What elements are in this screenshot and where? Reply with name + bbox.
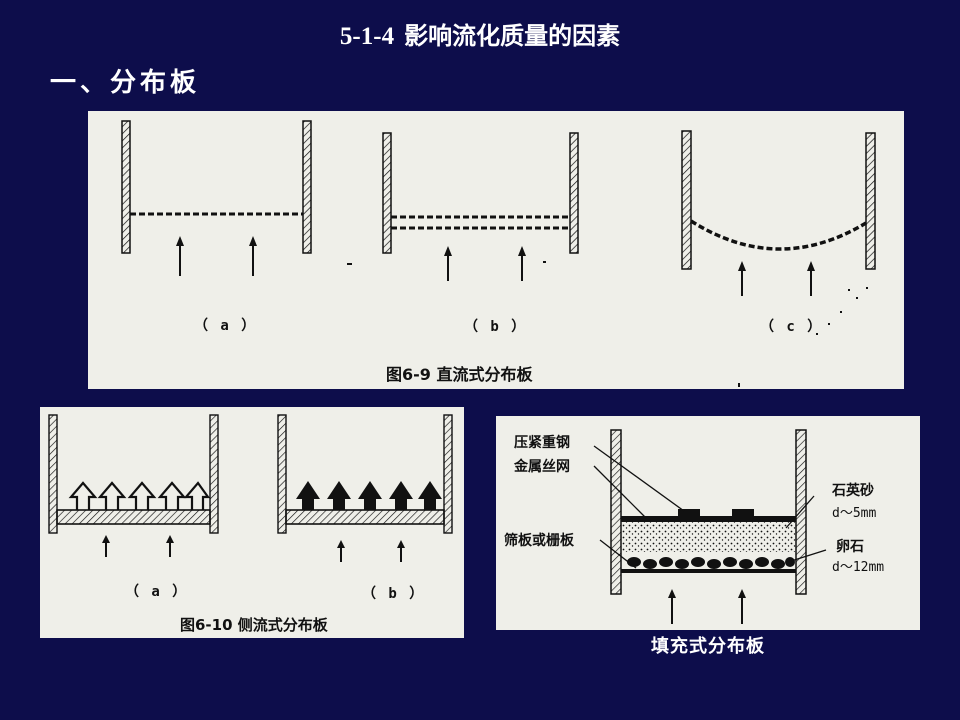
wall-right-a	[302, 120, 312, 254]
wall-left-side-a	[48, 414, 58, 534]
pebble-layer	[627, 557, 795, 569]
label-sieve-plate: 筛板或栅板	[504, 533, 574, 549]
wall-right-side-a	[209, 414, 219, 534]
side-flow-drawing	[48, 414, 453, 562]
section-number: 5-1-4	[339, 23, 395, 50]
label-quartz-size: d～5mm	[832, 506, 877, 521]
arrows-c	[738, 261, 815, 296]
sieve-plate	[621, 569, 796, 573]
label-pebble: 卵石	[836, 539, 864, 555]
press-weight-2	[732, 509, 754, 517]
wall-left-side-b	[277, 414, 287, 534]
arrows-b	[444, 246, 526, 281]
packed-plate-caption: 填充式分布板	[651, 636, 765, 657]
figure-caption-6-9: 图6-9 直流式分布板	[386, 365, 533, 384]
packed-plate-drawing	[593, 429, 827, 624]
sub-label-b: （ b ）	[464, 319, 528, 335]
label-wire-mesh: 金属丝网	[514, 459, 570, 475]
wall-left-a	[121, 120, 131, 254]
arrows-packed	[668, 589, 746, 624]
scan-specks	[347, 261, 868, 387]
wall-left-packed	[610, 429, 622, 595]
figure-caption-6-10: 图6-10 侧流式分布板	[180, 616, 328, 634]
wall-right-side-b	[443, 414, 453, 534]
arrows-side-b	[337, 540, 405, 562]
label-pebble-size: d～12mm	[832, 560, 885, 575]
plate-side-b	[285, 509, 445, 525]
caps-side-a	[68, 481, 211, 510]
slide-title: 5-1-4 影响流化质量的因素	[0, 16, 960, 56]
direct-flow-figure: （ a ） （ b ） （ c ） 图6-9 直流式分布板	[88, 111, 904, 389]
leader-lines	[593, 445, 827, 569]
wall-right-b	[569, 132, 579, 254]
direct-flow-drawing	[121, 120, 876, 387]
label-quartz-sand: 石英砂	[832, 483, 874, 499]
sub-label-a: （ a ）	[194, 318, 258, 334]
arrows-side-a	[102, 535, 174, 557]
wall-left-c	[681, 130, 692, 270]
packed-plate-figure: 压紧重钢 金属丝网 筛板或栅板 石英砂 d～5mm 卵石 d～12mm	[496, 416, 920, 630]
side-flow-figure: （ a ） （ b ） 图6-10 侧流式分布板	[40, 407, 464, 638]
caps-side-b	[296, 481, 442, 510]
side-label-a: （ a ）	[125, 584, 189, 600]
wire-mesh-layer	[621, 516, 796, 522]
plate-side-a	[56, 509, 211, 525]
wall-right-c	[865, 132, 876, 270]
wall-right-packed	[795, 429, 807, 595]
press-weight-1	[678, 509, 700, 517]
title-text: 影响流化质量的因素	[404, 22, 621, 50]
sub-label-c: （ c ）	[760, 319, 824, 335]
arrows-a	[176, 236, 257, 276]
wall-left-b	[382, 132, 392, 254]
plate-c-curved	[690, 219, 867, 251]
label-press-steel: 压紧重钢	[514, 435, 570, 451]
side-label-b: （ b ）	[362, 586, 426, 602]
quartz-sand-layer	[621, 522, 796, 552]
section-heading: 一、分布板	[50, 68, 201, 98]
